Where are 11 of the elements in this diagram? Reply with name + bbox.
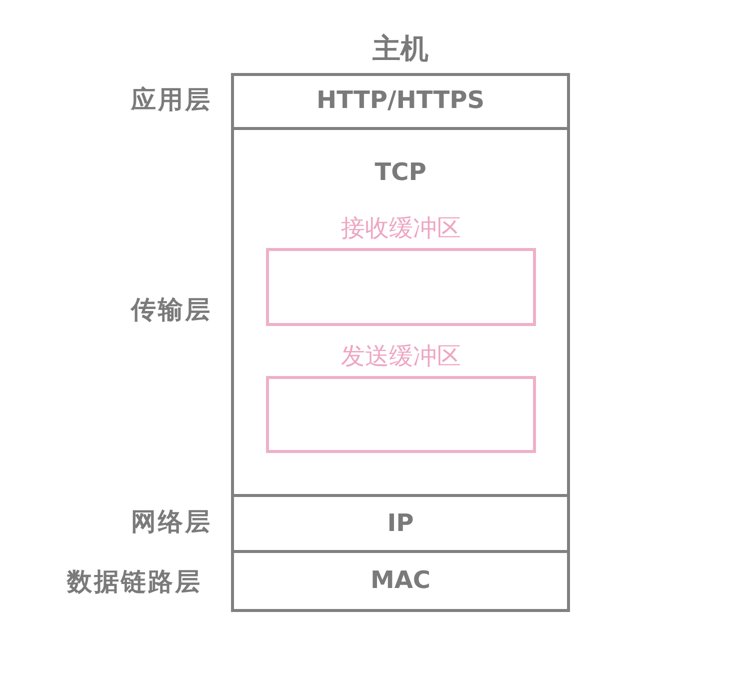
layer-name: 数据链路层 (67, 566, 202, 598)
layer-name: 传输层 (131, 294, 212, 326)
buffer-label: 接收缓冲区 (340, 213, 462, 244)
layer-name: 应用层 (131, 84, 212, 116)
layer-section: TCP 接收缓冲区 发送缓冲区 (231, 130, 570, 497)
layer-row: HTTP/HTTPS (231, 73, 570, 130)
buffer-label: 发送缓冲区 (340, 341, 462, 372)
layer-row: IP (231, 497, 570, 553)
host-title: 主机 (372, 31, 430, 67)
layer-row: MAC (231, 553, 570, 610)
layer-name: 网络层 (131, 506, 212, 538)
